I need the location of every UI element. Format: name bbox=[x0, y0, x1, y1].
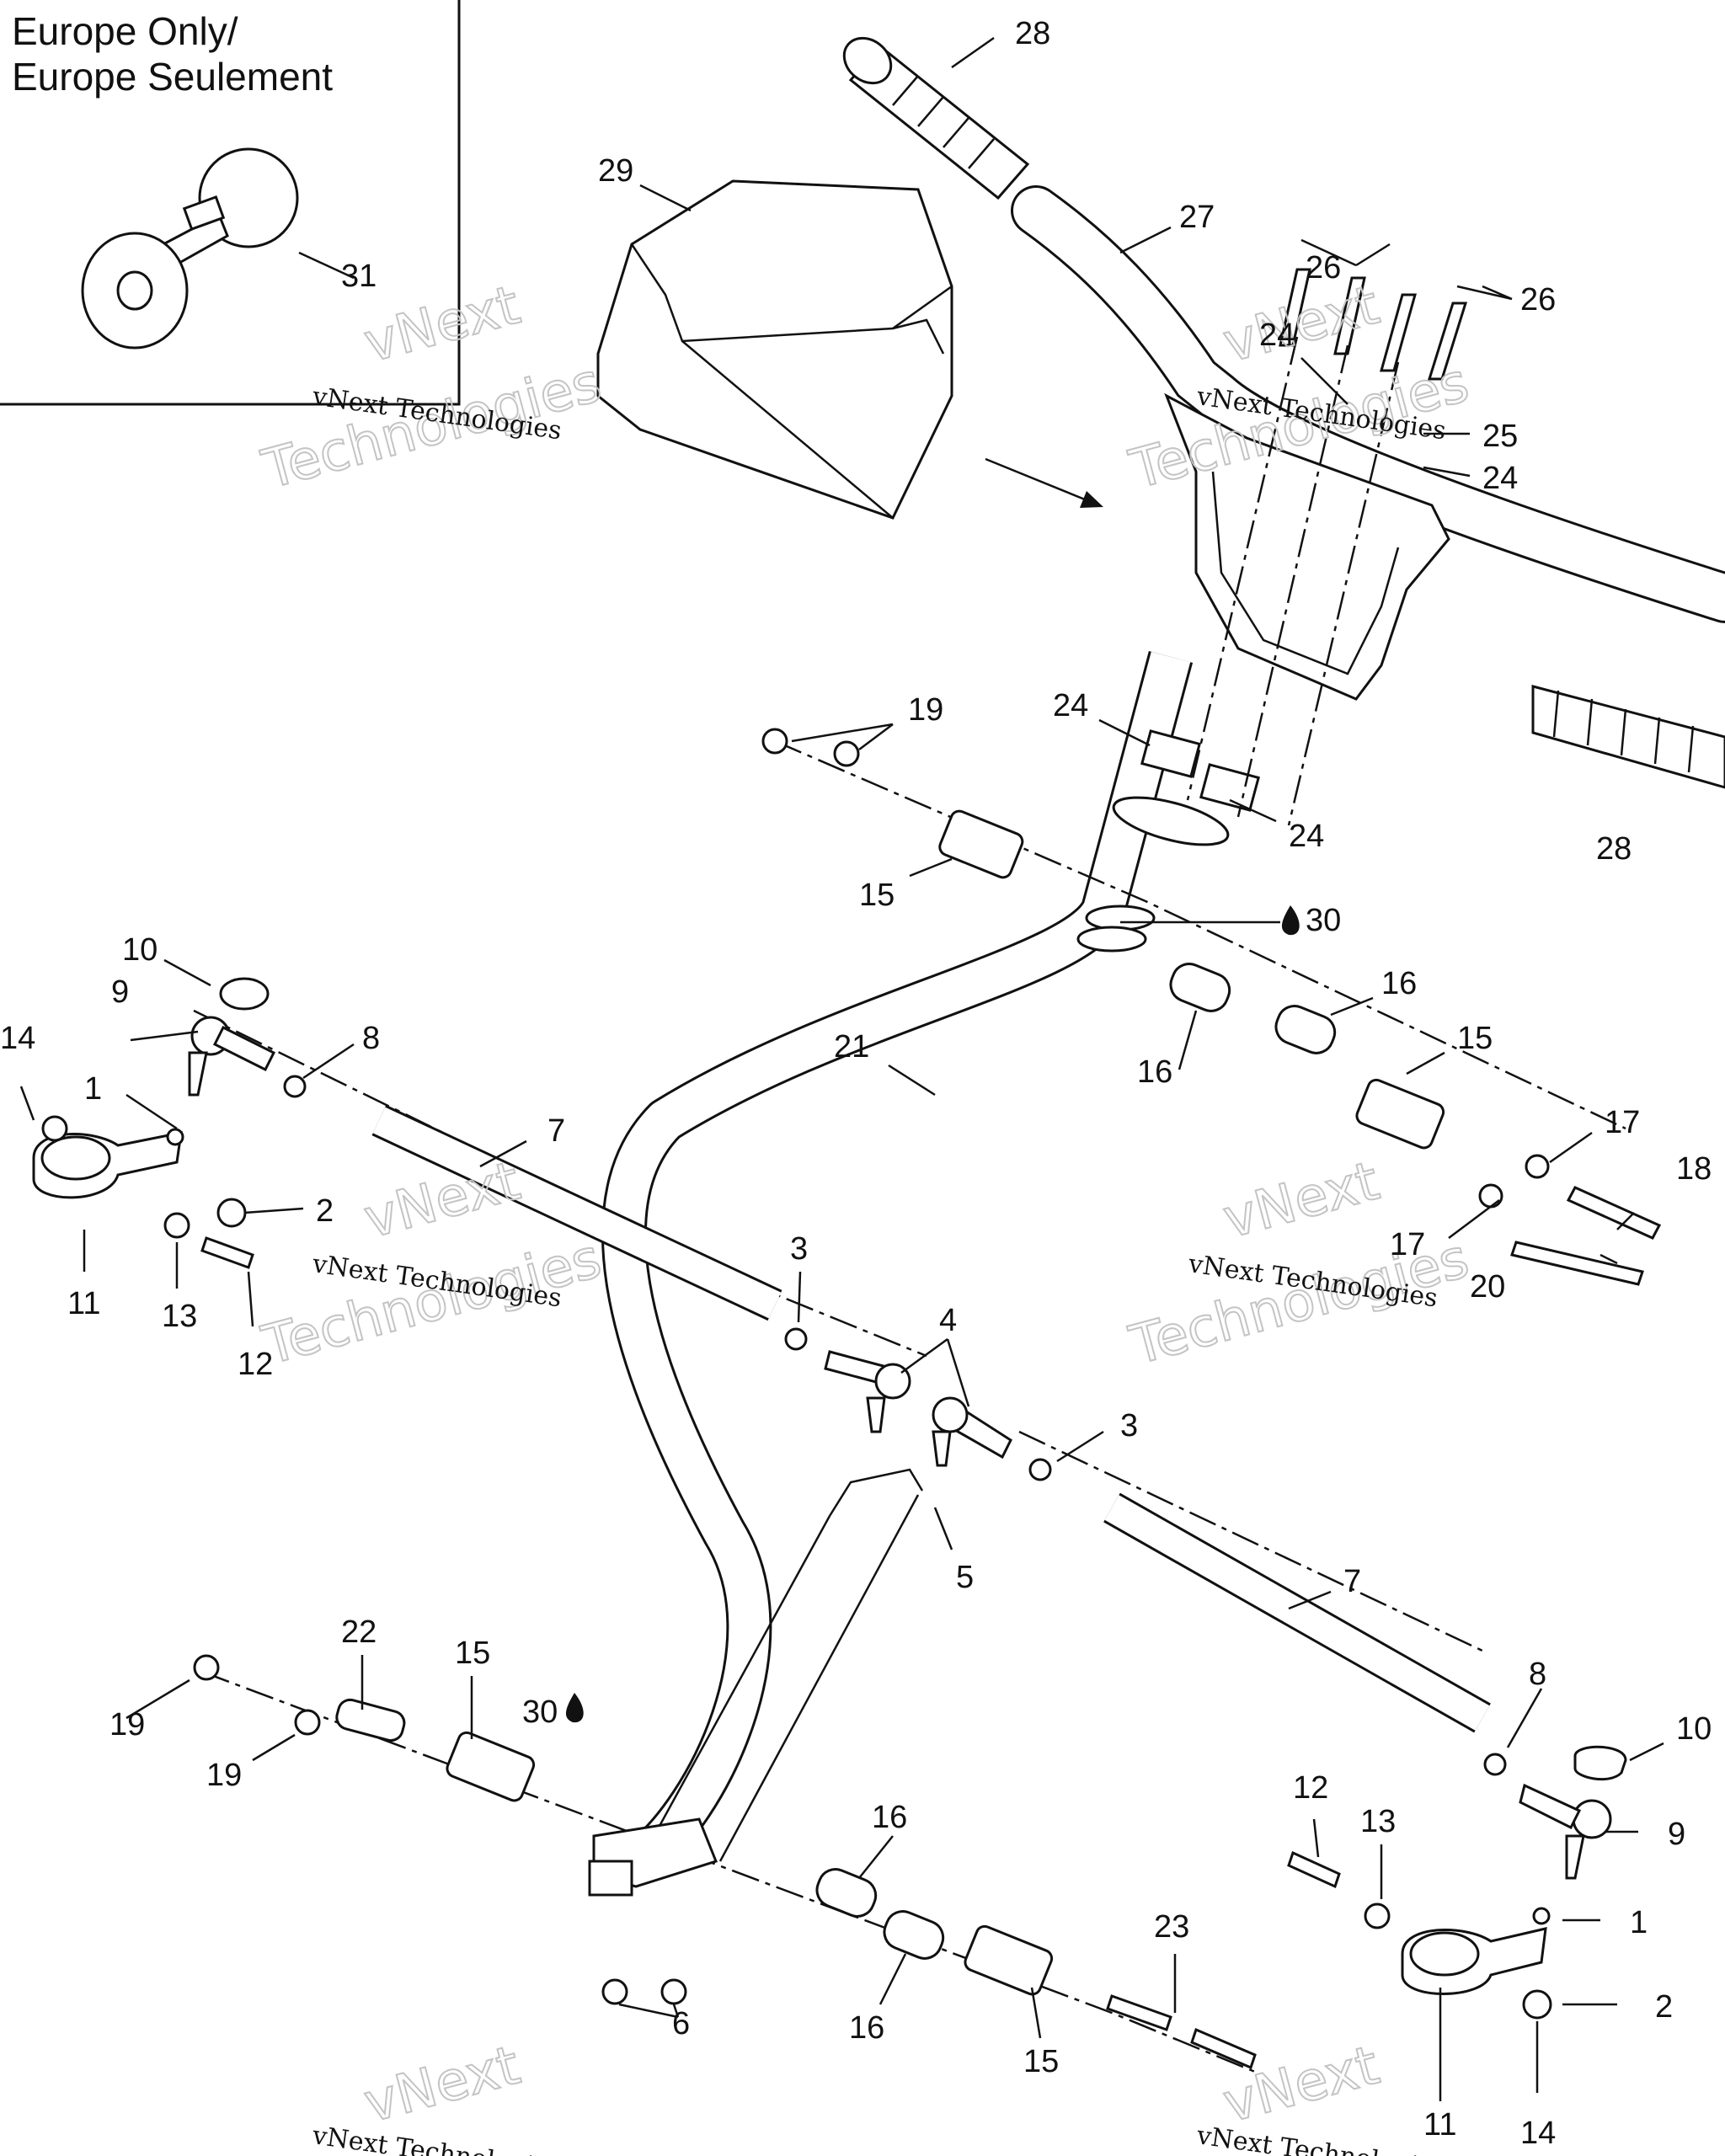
callout-13-right: 13 bbox=[1360, 1804, 1396, 1839]
callout-24-bushing-lower: 24 bbox=[1289, 819, 1324, 854]
callout-31: 31 bbox=[341, 259, 377, 294]
svg-text:vNext: vNext bbox=[358, 2035, 526, 2136]
left-steering-arm bbox=[32, 1131, 183, 1199]
svg-text:vNext Technologies: vNext Technologies bbox=[310, 2121, 563, 2156]
horn-icon bbox=[81, 147, 299, 350]
callout-15-bottom: 15 bbox=[1023, 2044, 1059, 2079]
callout-27: 27 bbox=[1179, 200, 1215, 235]
callout-18: 18 bbox=[1676, 1151, 1712, 1187]
callout-15-right: 15 bbox=[1457, 1021, 1493, 1056]
callout-22: 22 bbox=[341, 1614, 377, 1650]
callout-19-top: 19 bbox=[908, 692, 943, 728]
callout-4: 4 bbox=[939, 1303, 957, 1338]
callout-7-left: 7 bbox=[547, 1113, 565, 1149]
callout-26-right: 26 bbox=[1520, 282, 1556, 318]
callout-24-mid: 24 bbox=[1482, 461, 1518, 496]
callout-12-right: 12 bbox=[1293, 1770, 1328, 1806]
callout-30-bottom: 30 bbox=[522, 1694, 558, 1730]
svg-text:vNext: vNext bbox=[358, 275, 526, 376]
callout-17-bottom: 17 bbox=[1390, 1227, 1425, 1262]
bolts bbox=[1279, 268, 1468, 381]
svg-text:vNext Technologies: vNext Technologies bbox=[1194, 2121, 1448, 2156]
callout-16-right-b: 16 bbox=[1137, 1054, 1172, 1090]
callout-8-right: 8 bbox=[1529, 1657, 1546, 1692]
svg-text:vNext: vNext bbox=[1217, 1150, 1386, 1251]
callout-6: 6 bbox=[672, 2006, 690, 2041]
grip-top bbox=[842, 36, 1030, 200]
callout-10-left: 10 bbox=[122, 932, 158, 968]
callout-11-right: 11 bbox=[1423, 2107, 1456, 2143]
right-tie-rod-end bbox=[1519, 1745, 1627, 1880]
callout-28-top: 28 bbox=[1015, 16, 1050, 51]
screws bbox=[200, 1186, 1662, 2070]
callout-17-top: 17 bbox=[1605, 1105, 1640, 1140]
callout-26-left: 26 bbox=[1306, 250, 1341, 286]
callout-24-top: 24 bbox=[1259, 318, 1295, 353]
nuts-and-washers bbox=[41, 728, 1552, 2020]
callout-19-left-b: 19 bbox=[206, 1758, 242, 1793]
callout-20: 20 bbox=[1470, 1269, 1505, 1305]
callout-16-left-a: 16 bbox=[872, 1800, 907, 1835]
lower-bracket bbox=[588, 1817, 718, 1897]
callout-2-right: 2 bbox=[1655, 1989, 1673, 2025]
callout-11-left: 11 bbox=[67, 1286, 100, 1321]
leader-lines bbox=[19, 36, 1664, 2101]
callout-14-left: 14 bbox=[0, 1021, 35, 1056]
callouts: 31 28 29 27 26 26 24 25 24 24 24 28 19 1… bbox=[0, 16, 1712, 2151]
callout-24-bushing-upper: 24 bbox=[1053, 688, 1088, 723]
grip-right bbox=[1531, 685, 1725, 789]
callout-2-left: 2 bbox=[316, 1193, 334, 1229]
callout-7-right: 7 bbox=[1343, 1564, 1361, 1599]
handlebar-pad bbox=[596, 179, 953, 520]
callout-15-top: 15 bbox=[859, 878, 895, 913]
handlebar-clamp bbox=[1164, 392, 1450, 701]
callout-3-lower: 3 bbox=[1120, 1408, 1138, 1444]
callout-12-left: 12 bbox=[238, 1347, 273, 1382]
callout-28-right: 28 bbox=[1596, 831, 1632, 867]
inset-frame bbox=[0, 0, 461, 406]
callout-9-right: 9 bbox=[1668, 1817, 1685, 1852]
rod-ends bbox=[335, 809, 1445, 1996]
callout-14-right: 14 bbox=[1520, 2116, 1556, 2151]
callout-16-left-b: 16 bbox=[849, 2010, 884, 2046]
drop-icon bbox=[565, 1693, 584, 1723]
callout-16-right-a: 16 bbox=[1381, 966, 1417, 1001]
inset-title-line2: Europe Seulement bbox=[12, 55, 334, 99]
right-steering-arm bbox=[1401, 1927, 1547, 1995]
callout-19-left-a: 19 bbox=[109, 1707, 145, 1742]
drop-icon bbox=[1281, 905, 1300, 936]
inset-title: Europe Only/ Europe Seulement bbox=[12, 8, 333, 99]
callout-15-left: 15 bbox=[455, 1636, 490, 1671]
callout-10-right: 10 bbox=[1676, 1711, 1712, 1747]
callout-13-left: 13 bbox=[162, 1299, 197, 1334]
callout-5: 5 bbox=[956, 1560, 974, 1595]
callout-9-left: 9 bbox=[111, 974, 129, 1010]
bushings bbox=[1076, 729, 1260, 953]
callout-3-upper: 3 bbox=[790, 1231, 808, 1267]
ball-joints bbox=[824, 1350, 1012, 1467]
callout-8-left: 8 bbox=[362, 1021, 380, 1056]
callout-1-left: 1 bbox=[84, 1071, 102, 1107]
inset-title-line1: Europe Only/ bbox=[12, 9, 238, 53]
callout-23: 23 bbox=[1154, 1909, 1189, 1945]
callout-21: 21 bbox=[834, 1029, 869, 1065]
spacers bbox=[815, 963, 1337, 1960]
left-tie-rod-end bbox=[188, 977, 276, 1097]
callout-1-right: 1 bbox=[1630, 1905, 1648, 1940]
callout-25: 25 bbox=[1482, 419, 1518, 454]
callout-29: 29 bbox=[598, 153, 633, 189]
callout-30-top: 30 bbox=[1306, 903, 1341, 938]
